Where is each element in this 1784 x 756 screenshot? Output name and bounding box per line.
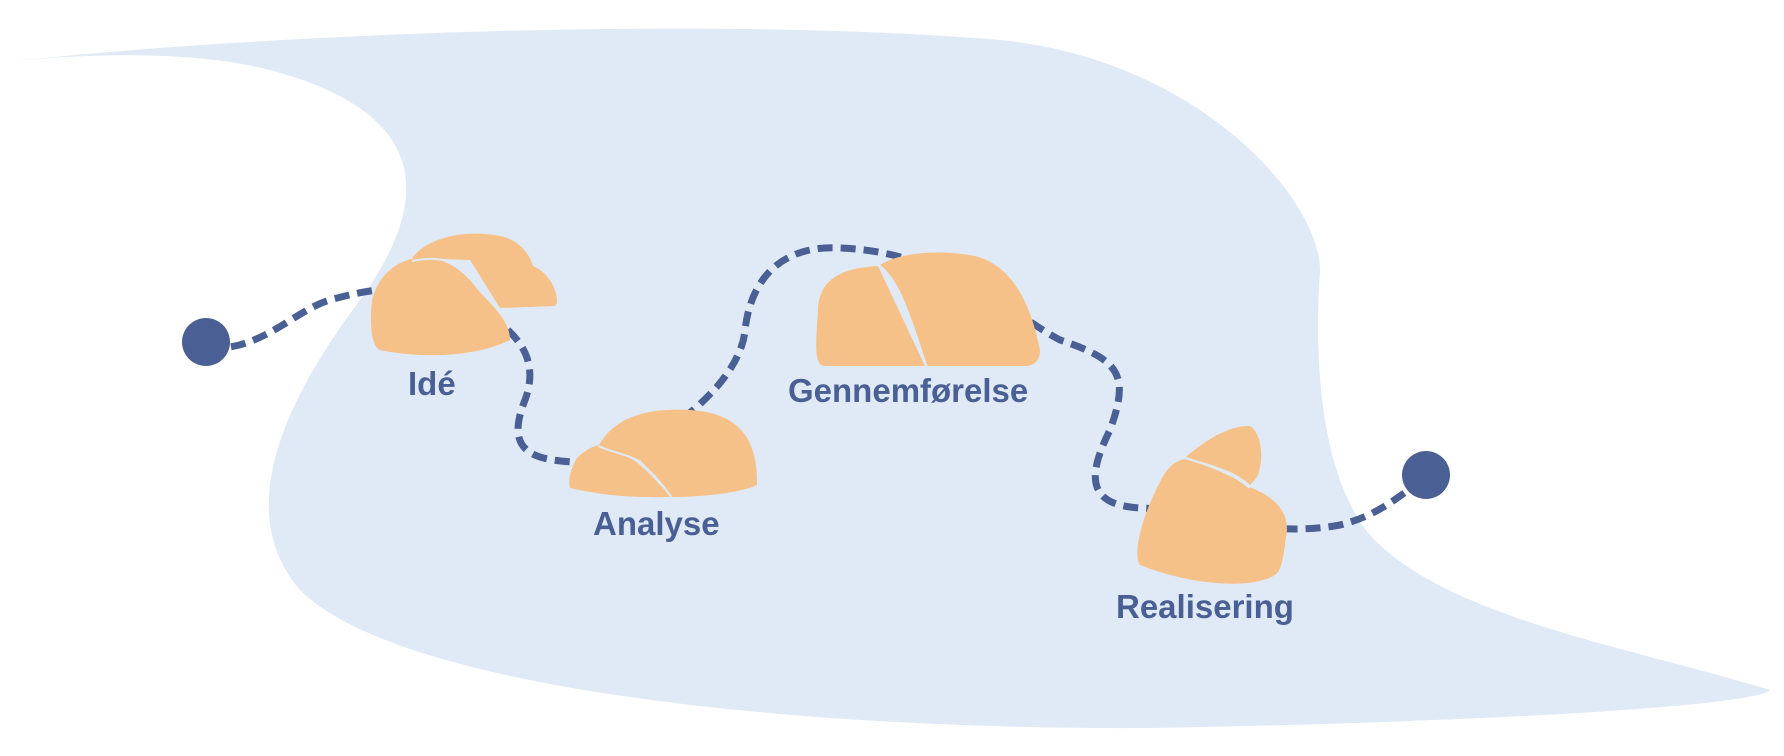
- stage-label-analyse: Analyse: [593, 505, 720, 542]
- stage-stone-ide: [370, 233, 558, 356]
- end-node: [1402, 451, 1450, 499]
- stage-stone-realisering: [1137, 425, 1287, 584]
- background-band: [5, 28, 1770, 729]
- process-path-line: [207, 244, 1427, 533]
- start-node: [182, 318, 230, 366]
- stage-label-realisering: Realisering: [1116, 588, 1294, 625]
- stage-stone-gennemforelse: [816, 252, 1040, 369]
- stage-label-ide: Idé: [408, 365, 456, 402]
- stage-label-gennemforelse: Gennemførelse: [788, 372, 1028, 409]
- stage-stone-analyse: [569, 409, 758, 499]
